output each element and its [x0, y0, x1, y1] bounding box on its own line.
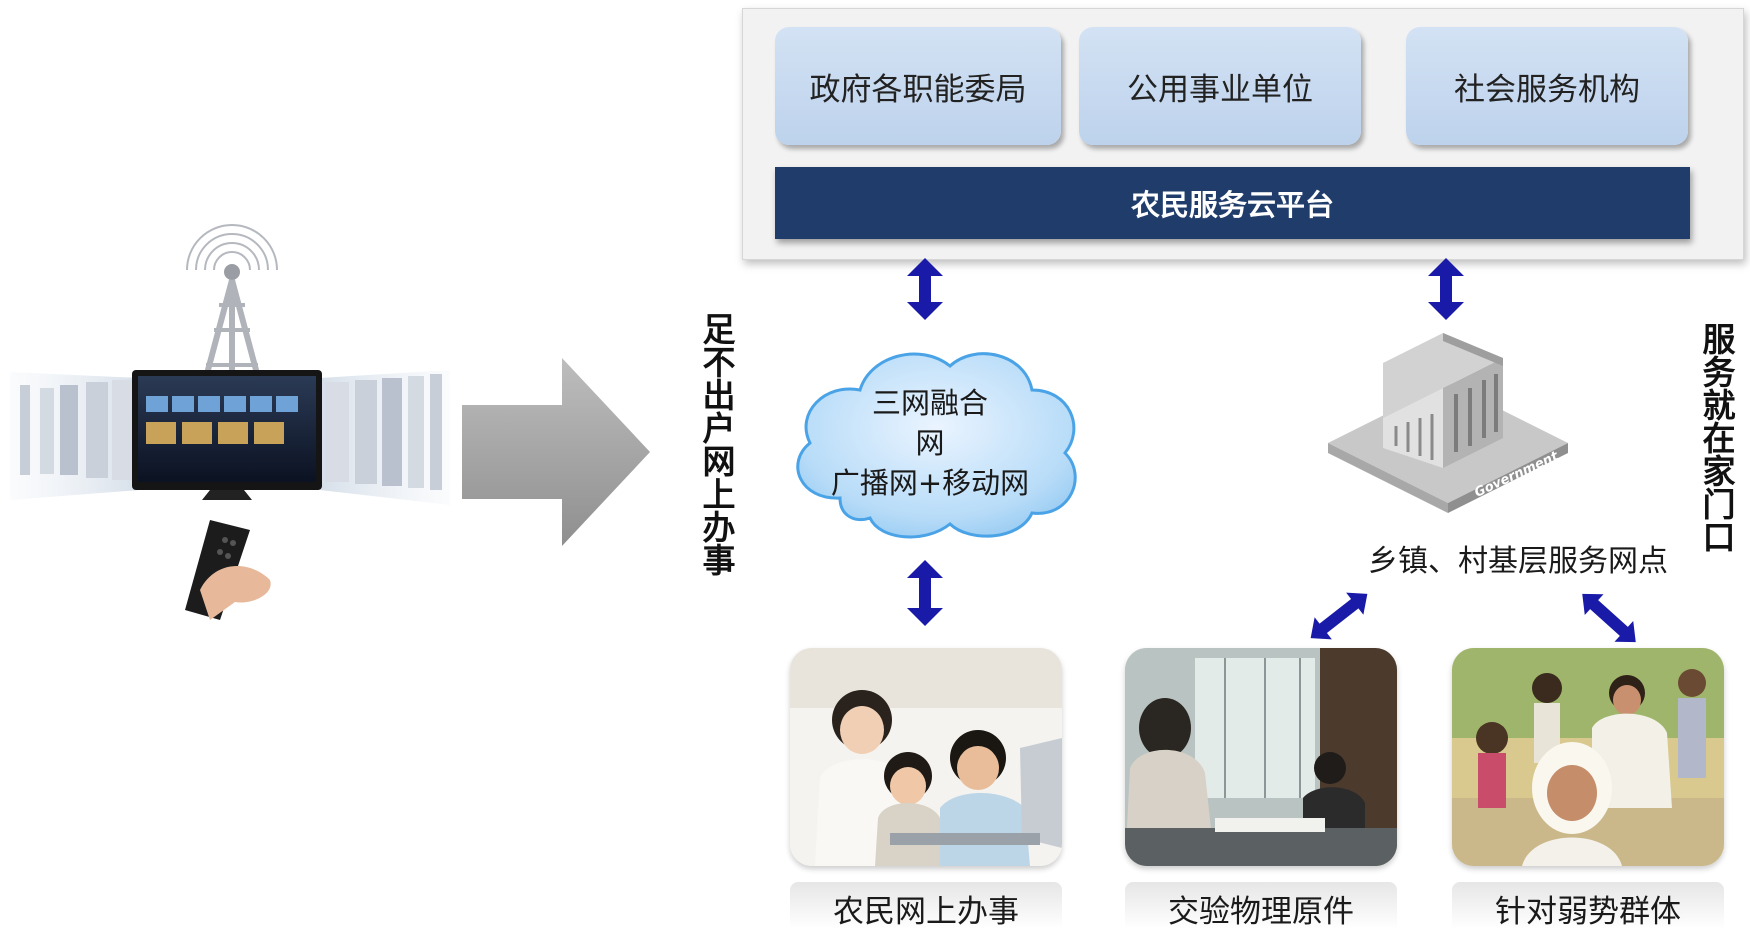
photo-caption: 针对弱势群体	[1495, 894, 1681, 930]
org-label: 社会服务机构	[1454, 71, 1640, 108]
service-counter-image	[1125, 648, 1397, 866]
photo-caption: 交验物理原件	[1168, 894, 1354, 930]
photo-vulnerable-groups	[1452, 648, 1724, 866]
left-slogan: 足不出户网上办事	[697, 312, 736, 576]
org-box-social-service: 社会服务机构	[1406, 27, 1688, 145]
org-box-public-utility: 公用事业单位	[1079, 27, 1361, 145]
cloud-text: 三网融合 网 广播网+移动网	[800, 383, 1060, 503]
right-slogan: 服务就在家门口	[1697, 322, 1736, 553]
photo-caption: 农民网上办事	[833, 894, 1019, 930]
tv-icon	[132, 370, 322, 500]
org-label: 公用事业单位	[1127, 71, 1313, 108]
building-label: 乡镇、村基层服务网点	[1368, 544, 1668, 579]
photo-family-online	[790, 648, 1062, 866]
org-box-government: 政府各职能委局	[775, 27, 1061, 145]
cloud-line-3: 广播网+移动网	[830, 466, 1030, 500]
double-arrow-diagonal-icon	[1310, 592, 1368, 640]
double-arrow-vertical-icon	[907, 258, 943, 320]
double-arrow-vertical-icon	[907, 560, 943, 626]
big-right-arrow-icon	[462, 358, 650, 546]
service-platform-panel: 政府各职能委局 公用事业单位 社会服务机构 农民服务云平台	[742, 8, 1744, 260]
family-laptop-image	[790, 648, 1062, 866]
broadcast-tv-illustration	[10, 224, 450, 620]
browser-pages-left-icon	[10, 372, 140, 500]
remote-control-icon	[185, 520, 271, 620]
caption-background	[1125, 882, 1397, 929]
double-arrow-diagonal-icon	[1582, 593, 1636, 643]
photo-service-counter	[1125, 648, 1397, 866]
cloud-platform-bar: 农民服务云平台	[775, 167, 1690, 239]
org-label: 政府各职能委局	[809, 71, 1027, 108]
cloud-line-1: 三网融合	[871, 386, 988, 420]
caption-background	[1452, 882, 1724, 929]
network-cloud-shape	[796, 352, 1077, 539]
double-arrow-vertical-icon	[1428, 258, 1464, 320]
cloud-line-2: 网	[915, 426, 945, 460]
platform-bar-label: 农民服务云平台	[1130, 188, 1334, 222]
government-building-icon: Government	[1328, 333, 1568, 513]
browser-pages-right-icon	[320, 370, 450, 505]
caption-background	[790, 882, 1062, 929]
people-outdoor-image	[1452, 648, 1724, 866]
